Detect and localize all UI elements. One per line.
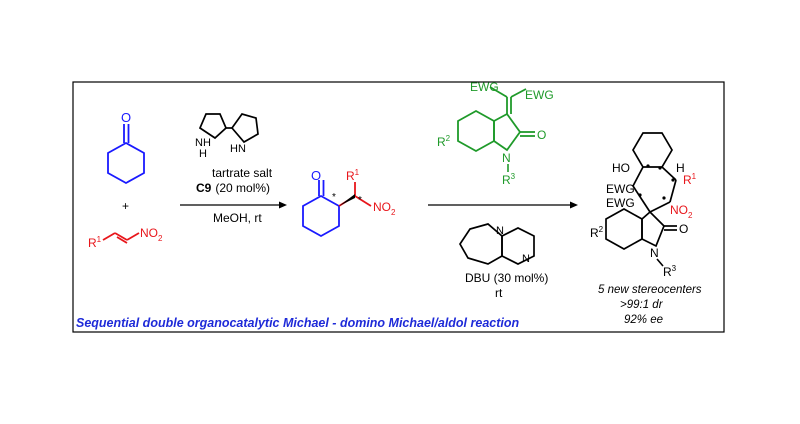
bipyrrolidine-catalyst-structure bbox=[198, 113, 259, 144]
reaction-arrow-1 bbox=[180, 201, 287, 209]
oxindole-reagent-r3: R3 bbox=[502, 172, 516, 187]
scheme-frame bbox=[72, 81, 725, 333]
cyclohexanone-structure bbox=[107, 124, 145, 185]
michael-adduct-ring bbox=[302, 180, 340, 238]
product-r3: R3 bbox=[663, 264, 677, 279]
oxindole-reagent-r2: R2 bbox=[437, 134, 451, 149]
product-ewg-2: EWG bbox=[606, 196, 635, 210]
adduct-r1-label: R1 bbox=[346, 168, 360, 183]
product-oxindole-structure bbox=[605, 208, 677, 250]
arrow1-conditions: MeOH, rt bbox=[213, 211, 262, 225]
dbu-conditions: rt bbox=[495, 286, 503, 300]
product-n: N bbox=[650, 246, 659, 260]
product-r1: R1 bbox=[683, 172, 697, 187]
product-stereo-dots bbox=[638, 164, 675, 200]
product-cyclohexane-ring bbox=[632, 132, 673, 168]
catalyst-nh-left: NH bbox=[195, 137, 211, 149]
product-n-bond bbox=[656, 258, 664, 267]
adduct-wedge-bond bbox=[339, 194, 355, 206]
catalyst-h-left: H bbox=[199, 148, 207, 160]
catalyst-salt-label: tartrate salt bbox=[212, 166, 273, 180]
dbu-loading-label: DBU (30 mol%) bbox=[465, 271, 548, 285]
dbu-structure bbox=[459, 223, 535, 265]
oxindole-reagent-ewg-left: EWG bbox=[470, 80, 499, 94]
product-ho: HO bbox=[612, 161, 630, 175]
result-dr: >99:1 dr bbox=[620, 299, 664, 311]
nitroalkene-structure bbox=[102, 232, 140, 244]
scheme-title: Sequential double organocatalytic Michae… bbox=[76, 316, 519, 330]
adduct-no2-label: NO2 bbox=[373, 200, 396, 217]
plus-sign: + bbox=[122, 199, 129, 213]
cyclohexanone-oxygen: O bbox=[121, 110, 131, 125]
product-central-ring bbox=[632, 166, 677, 213]
reaction-arrow-2 bbox=[428, 201, 578, 209]
product-ewg-1: EWG bbox=[606, 182, 635, 196]
catalyst-hn-right: HN bbox=[230, 143, 246, 155]
catalyst-code-label: C9(20 mol%) bbox=[196, 181, 270, 195]
result-ee: 92% ee bbox=[624, 314, 663, 326]
adduct-stereo-star-2: * bbox=[358, 195, 362, 206]
adduct-stereo-star-1: * bbox=[332, 192, 336, 203]
dbu-n-right: N bbox=[522, 253, 530, 265]
dbu-n-top: N bbox=[496, 225, 504, 237]
oxindole-reagent-ewg-right: EWG bbox=[525, 88, 554, 102]
oxindole-reagent-o: O bbox=[537, 128, 546, 142]
oxindole-reagent-structure bbox=[457, 86, 535, 153]
adduct-ketone-oxygen: O bbox=[311, 168, 321, 183]
oxindole-reagent-n: N bbox=[502, 151, 511, 165]
product-r2: R2 bbox=[590, 225, 604, 240]
product-h: H bbox=[676, 161, 685, 175]
product-o: O bbox=[679, 222, 688, 236]
product-no2: NO2 bbox=[670, 203, 693, 220]
nitroalkene-no2-label: NO2 bbox=[140, 226, 163, 243]
result-stereocenters: 5 new stereocenters bbox=[598, 284, 702, 296]
nitroalkene-r1-label: R1 bbox=[88, 235, 102, 250]
